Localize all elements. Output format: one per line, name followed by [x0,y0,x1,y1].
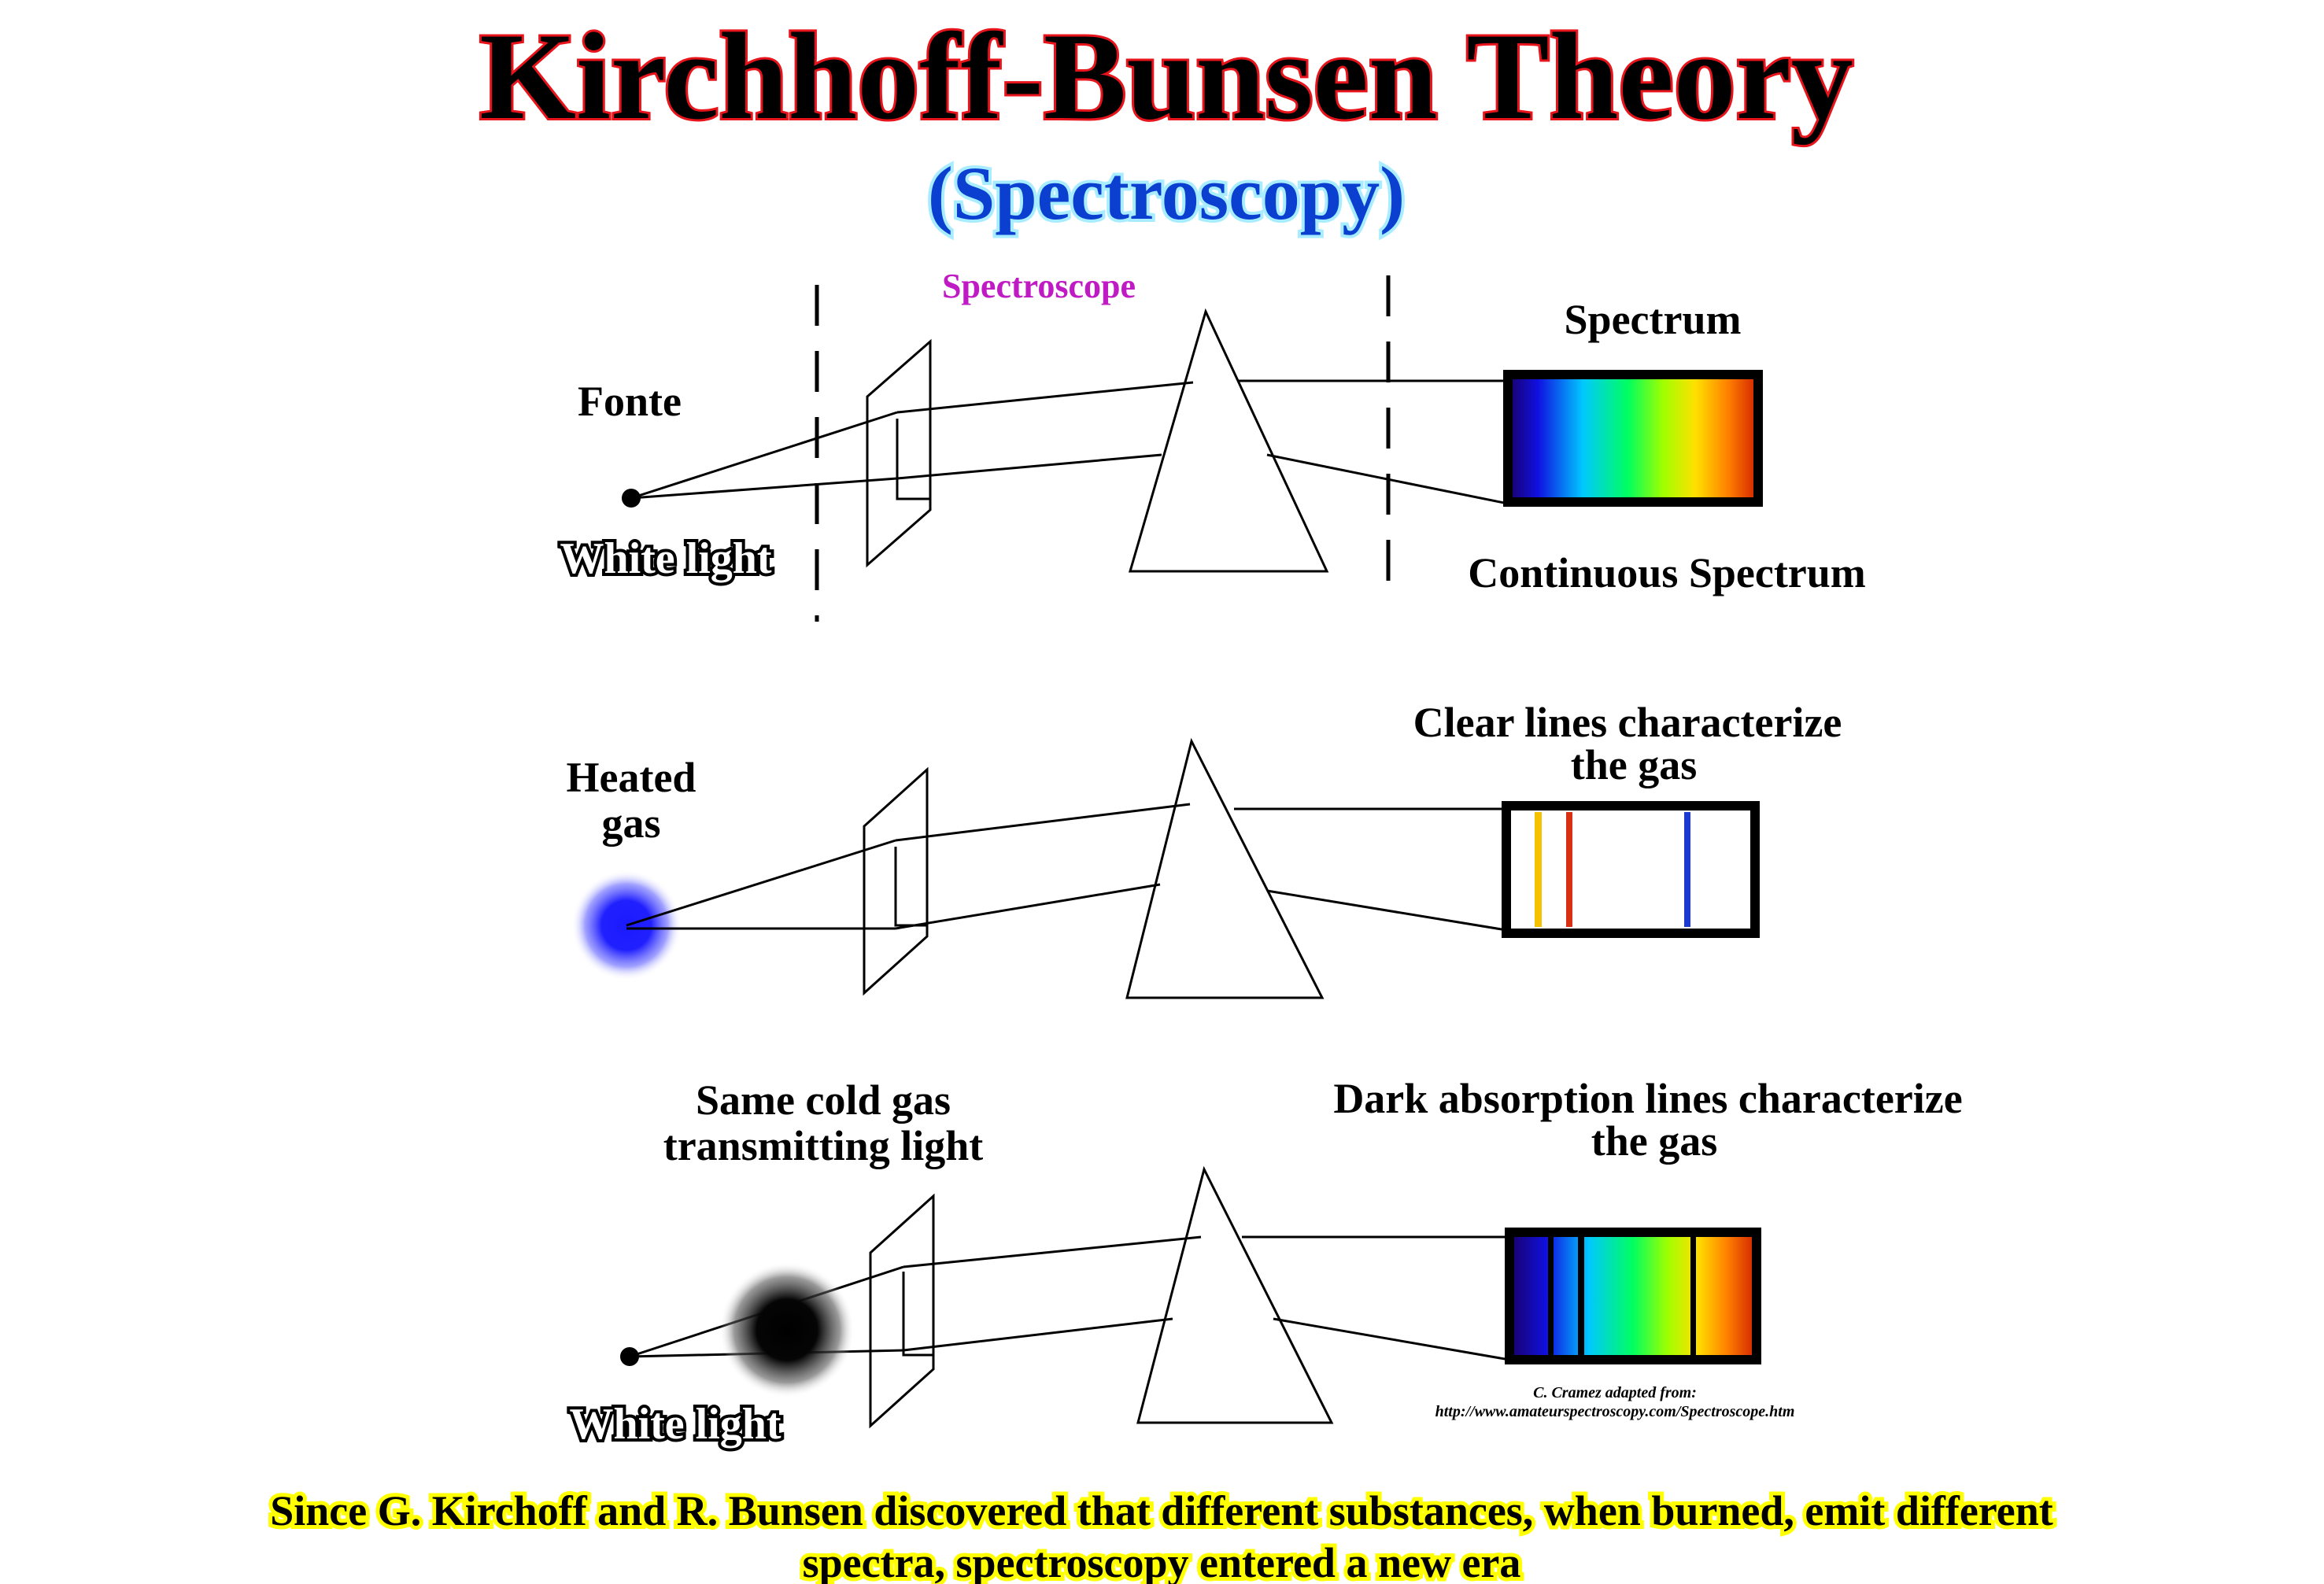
prism [1129,308,1329,573]
heated-gas-label-2: gas [601,799,660,847]
slit-frame [869,1193,935,1429]
emission-line-blue [1684,812,1690,927]
heated-gas-label-1: Heated [567,754,696,801]
continuous-spectrum-box [1503,370,1763,507]
absorption-spectrum-box [1505,1228,1761,1364]
fonte-label: Fonte [578,378,682,425]
row-absorption-optics [869,1165,1510,1429]
prism [1125,737,1325,999]
cold-gas-blob [719,1262,855,1398]
emission-spectrum-box [1502,801,1760,938]
page-subtitle: (Spectroscopy) [928,151,1405,235]
absorption-line-3 [1690,1237,1696,1355]
prism [1136,1165,1334,1424]
credit-line-2: http://www.amateurspectroscopy.com/Spect… [1435,1403,1795,1420]
row-continuous [622,275,1509,622]
continuous-spectrum-label: Continuous Spectrum [1468,549,1866,596]
credit-line-1: C. Cramez adapted from: [1533,1384,1697,1401]
clear-lines-label-1: Clear lines characterize [1413,699,1842,746]
emission-line-red [1566,812,1572,927]
spectrum-label: Spectrum [1565,296,1742,343]
caption-line-1: Since G. Kirchoff and R. Bunsen discover… [270,1487,2053,1534]
cold-gas-label-1: Same cold gas [696,1076,951,1124]
absorption-line-2 [1578,1237,1584,1355]
emission-line-yellow [1535,812,1542,927]
white-light-label-bottom: White light [569,1400,781,1449]
caption-line-2: spectra, spectroscopy entered a new era [803,1539,1521,1584]
slit-frame [863,766,929,996]
row-emission [626,737,1507,999]
spectroscope-label: Spectroscope [942,267,1136,305]
clear-lines-label-2: the gas [1571,741,1698,788]
absorption-line-1 [1548,1237,1554,1355]
cold-gas-label-2: transmitting light [663,1122,984,1169]
white-light-label-top: White light [560,534,771,583]
slit-frame [866,338,932,568]
page-title: Kirchhoff-Bunsen Theory [479,8,1853,146]
dark-lines-label-1: Dark absorption lines characterize [1333,1075,1962,1122]
dark-lines-label-2: the gas [1591,1117,1718,1165]
